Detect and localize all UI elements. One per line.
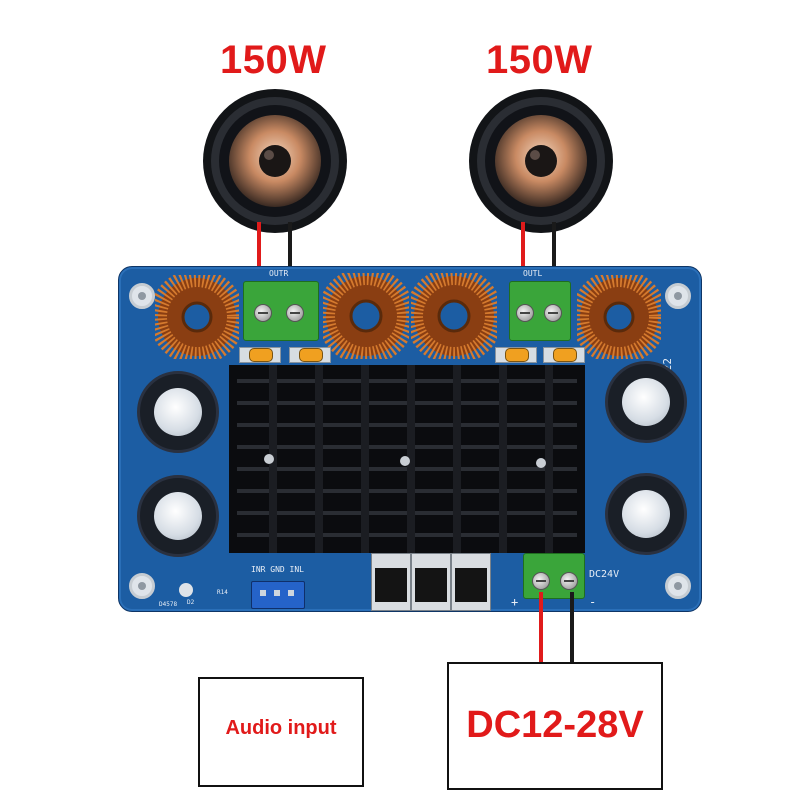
mosfet [451, 553, 491, 611]
capacitor-icon [137, 475, 219, 557]
out-right-silk: OUTL [523, 269, 543, 278]
out-left-silk: OUTR [269, 269, 289, 278]
led [179, 583, 193, 597]
terminal-screw[interactable] [544, 304, 562, 322]
toroid-inductor-icon [411, 273, 497, 359]
left-speaker-terminal[interactable] [243, 281, 319, 341]
mosfet [411, 553, 451, 611]
dc-power-terminal[interactable] [523, 553, 585, 599]
capacitor-icon [605, 361, 687, 443]
capacitor-icon [137, 371, 219, 453]
left-power-label: 150W [220, 38, 327, 82]
part-silk: R14 [217, 589, 228, 596]
capacitor-icon [605, 473, 687, 555]
part-silk: D4578 [159, 601, 178, 608]
supply-negative-wire [570, 592, 574, 664]
mounting-hole [665, 283, 691, 309]
right-power-label: 150W [486, 38, 593, 82]
audio-input-label: Audio input [225, 717, 337, 739]
right-speaker-icon [469, 89, 613, 233]
plus-silk: + [511, 595, 519, 609]
audio-input-connector[interactable] [251, 581, 305, 609]
dc-supply-label: DC12-28V [466, 704, 644, 746]
terminal-screw[interactable] [516, 304, 534, 322]
smd-capacitor [249, 348, 273, 362]
input-header-silk: INR GND INL [251, 565, 304, 574]
audio-input-box: Audio input [198, 677, 364, 787]
heatsink-icon [229, 365, 585, 553]
right-speaker-terminal[interactable] [509, 281, 571, 341]
right-speaker-negative-wire [552, 222, 556, 306]
terminal-screw[interactable] [254, 304, 272, 322]
dc-supply-box: DC12-28V [447, 662, 663, 790]
left-speaker-positive-wire [257, 222, 261, 306]
mounting-hole [129, 573, 155, 599]
terminal-screw[interactable] [286, 304, 304, 322]
dc-voltage-silk: DC24V [589, 569, 620, 580]
mounting-hole [129, 283, 155, 309]
toroid-inductor-icon [155, 275, 239, 359]
supply-positive-wire [539, 592, 543, 664]
minus-silk: - [589, 595, 597, 609]
smd-capacitor [505, 348, 529, 362]
amplifier-board: OUTR OUTL 20220222 [118, 266, 702, 612]
terminal-screw[interactable] [532, 572, 550, 590]
right-speaker-positive-wire [521, 222, 525, 306]
mounting-hole [665, 573, 691, 599]
toroid-inductor-icon [577, 275, 661, 359]
left-speaker-icon [203, 89, 347, 233]
smd-capacitor [553, 348, 577, 362]
toroid-inductor-icon [323, 273, 409, 359]
left-speaker-negative-wire [288, 222, 292, 306]
part-silk: D2 [187, 599, 195, 606]
terminal-screw[interactable] [560, 572, 578, 590]
smd-capacitor [299, 348, 323, 362]
mosfet [371, 553, 411, 611]
